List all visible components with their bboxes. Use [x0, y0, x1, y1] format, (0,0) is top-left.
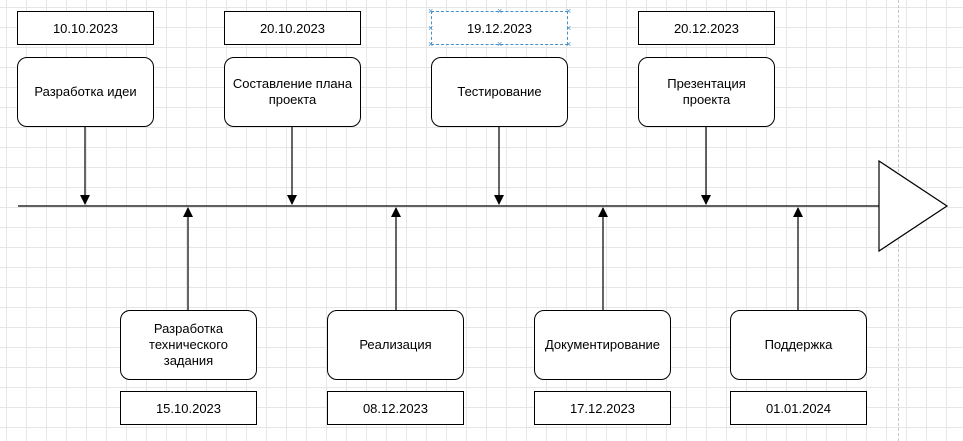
event-box-bottom-1[interactable]: Разработка технического задания [120, 310, 257, 380]
date-box-bottom-3[interactable]: 17.12.2023 [534, 391, 671, 425]
date-box-top-3[interactable]: 19.12.2023 [431, 11, 568, 45]
resize-handle-e[interactable]: × [566, 23, 572, 33]
date-box-top-1[interactable]: 10.10.2023 [17, 11, 154, 45]
timeline-arrowhead[interactable] [878, 159, 949, 253]
date-box-top-2[interactable]: 20.10.2023 [224, 11, 361, 45]
resize-handle-nw[interactable]: × [428, 6, 434, 16]
resize-handle-w[interactable]: × [428, 23, 434, 33]
event-box-bottom-2[interactable]: Реализация [327, 310, 464, 380]
resize-handle-n[interactable]: × [497, 6, 503, 16]
event-box-top-2[interactable]: Составление плана проекта [224, 57, 361, 127]
event-box-bottom-3[interactable]: Документирование [534, 310, 671, 380]
event-box-top-4[interactable]: Презентация проекта [638, 57, 775, 127]
resize-handle-sw[interactable]: × [428, 39, 434, 49]
date-box-top-4[interactable]: 20.12.2023 [638, 11, 775, 45]
resize-handle-se[interactable]: × [566, 39, 572, 49]
date-box-bottom-4[interactable]: 01.01.2024 [730, 391, 867, 425]
event-box-top-1[interactable]: Разработка идеи [17, 57, 154, 127]
event-box-bottom-4[interactable]: Поддержка [730, 310, 867, 380]
resize-handle-ne[interactable]: × [566, 6, 572, 16]
resize-handle-s[interactable]: × [497, 39, 503, 49]
date-box-bottom-1[interactable]: 15.10.2023 [120, 391, 257, 425]
event-box-top-3[interactable]: Тестирование [431, 57, 568, 127]
date-box-bottom-2[interactable]: 08.12.2023 [327, 391, 464, 425]
